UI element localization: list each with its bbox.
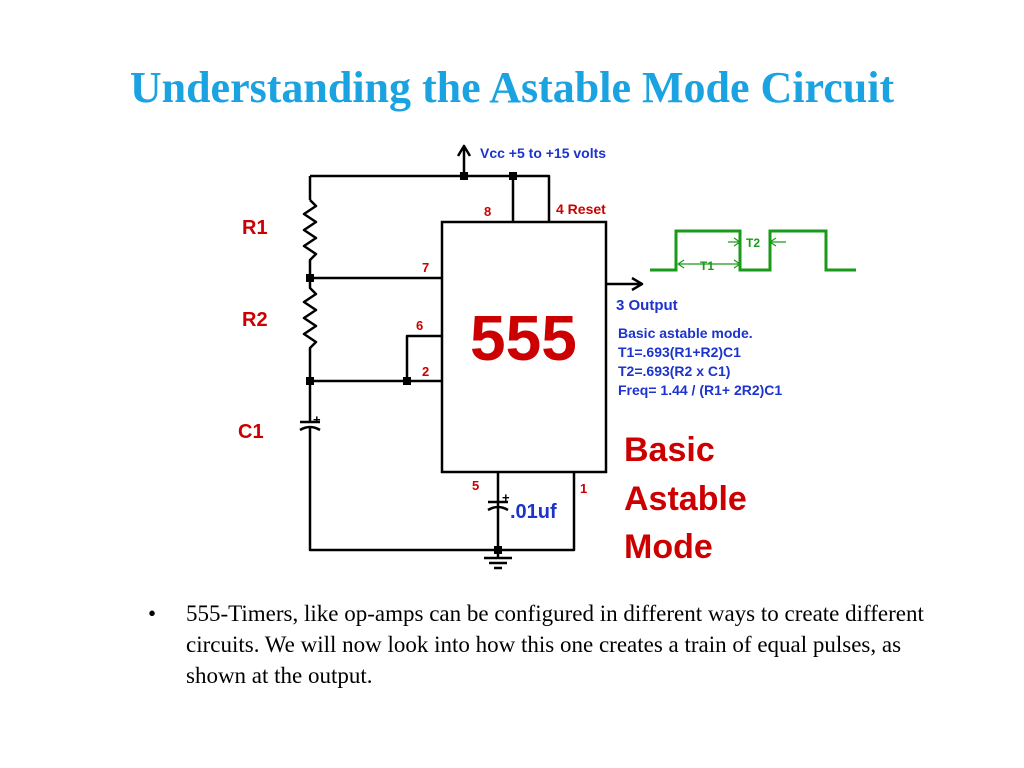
- c1-label: C1: [238, 421, 264, 443]
- output-label: 3 Output: [616, 297, 678, 314]
- r1-label: R1: [242, 217, 268, 239]
- cap2-plus-label: +: [502, 490, 510, 505]
- c1-capacitor-icon: [299, 420, 321, 432]
- pin6-label: 6: [416, 318, 423, 333]
- pin4-label: 4 Reset: [556, 201, 606, 217]
- supply-arrow-icon: [456, 144, 472, 173]
- output-arrow-icon: [606, 276, 644, 292]
- t1-label: T1: [700, 259, 714, 273]
- r1-resistor-icon: [302, 199, 318, 278]
- cap2-capacitor-icon: [487, 500, 509, 512]
- r2-label: R2: [242, 309, 268, 331]
- formula-title: Basic astable mode.: [618, 325, 753, 341]
- junction-dot: [509, 172, 517, 180]
- bullet-item: • 555-Timers, like op-amps can be config…: [148, 598, 948, 691]
- pin6-wire: [405, 334, 442, 381]
- big-label-astable: Astable: [624, 480, 747, 518]
- junction-dot: [460, 172, 468, 180]
- pin5-label: 5: [472, 478, 479, 493]
- cap2-label: .01uf: [510, 501, 557, 523]
- t2-label: T2: [746, 236, 760, 250]
- bullet-marker: •: [148, 601, 157, 626]
- c1-wire-bottom: [308, 428, 498, 552]
- top-rail-wire: [310, 174, 551, 222]
- formula-t1: T1=.693(R1+R2)C1: [618, 344, 741, 360]
- t1-dimension-arrows: [677, 259, 741, 269]
- big-label-mode: Mode: [624, 528, 713, 566]
- junction-dot: [403, 377, 411, 385]
- big-label-basic: Basic: [624, 431, 715, 469]
- pin1-label: 1: [580, 481, 587, 496]
- t2-dimension-arrows: [728, 237, 786, 247]
- junction-dot: [494, 546, 502, 554]
- formula-freq: Freq= 1.44 / (R1+ 2R2)C1: [618, 382, 782, 398]
- pin2-label: 2: [422, 364, 429, 379]
- pin1-wire: [498, 472, 576, 552]
- bullet-list: • 555-Timers, like op-amps can be config…: [148, 598, 948, 691]
- circuit-diagram: Vcc +5 to +15 volts R1 R2 C1 + 8 4 Reset…: [238, 144, 856, 570]
- output-waveform: [650, 229, 856, 272]
- junction-dot: [306, 274, 314, 282]
- c1-plus-label: +: [313, 412, 321, 427]
- r2-resistor-icon: [302, 278, 318, 381]
- slide-title: Understanding the Astable Mode Circuit: [129, 63, 895, 112]
- chip-555-body: [440, 220, 608, 474]
- pin7-label: 7: [422, 260, 429, 275]
- chip-label: 555: [470, 302, 577, 374]
- pin8-label: 8: [484, 204, 491, 219]
- bullet-text: 555-Timers, like op-amps can be configur…: [186, 601, 924, 688]
- formula-t2: T2=.693(R2 x C1): [618, 363, 730, 379]
- ground-icon: [484, 556, 512, 570]
- junction-dot: [306, 377, 314, 385]
- supply-label: Vcc +5 to +15 volts: [480, 145, 606, 161]
